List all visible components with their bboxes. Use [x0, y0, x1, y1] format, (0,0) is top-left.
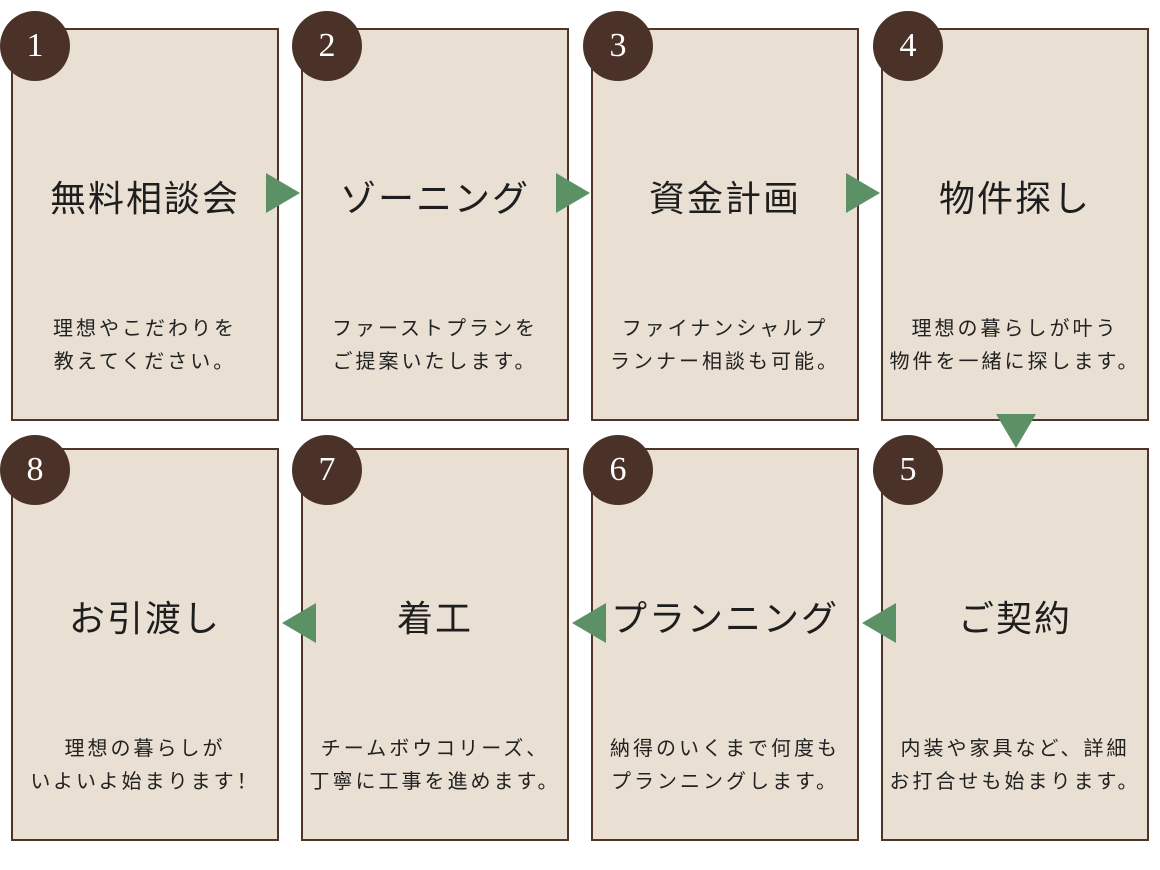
step-description: チームボウコリーズ、 丁寧に工事を進めます。: [303, 732, 567, 798]
step-number-badge-2: 2: [292, 11, 362, 81]
step-desc-line: ランナー相談も可能。: [610, 349, 840, 373]
step-title: お引渡し: [68, 599, 221, 640]
step-description: 納得のいくまで何度も プランニングします。: [593, 732, 857, 798]
arrow-right-icon: [266, 173, 300, 213]
step-desc-line: 納得のいくまで何度も: [610, 736, 840, 760]
step-card-7: 着工 チームボウコリーズ、 丁寧に工事を進めます。: [301, 448, 569, 841]
step-title: 資金計画: [648, 179, 801, 220]
step-desc-line: チームボウコリーズ、: [320, 736, 550, 760]
step-description: 内装や家具など、詳細 お打合せも始まります。: [883, 732, 1147, 798]
step-card-3: 資金計画 ファイナンシャルプ ランナー相談も可能。: [591, 28, 859, 421]
step-number-badge-3: 3: [583, 11, 653, 81]
step-title: プランニング: [610, 599, 839, 640]
step-desc-line: ファイナンシャルプ: [621, 316, 829, 340]
step-card-6: プランニング 納得のいくまで何度も プランニングします。: [591, 448, 859, 841]
step-description: 理想の暮らしが叶う 物件を一緒に探します。: [883, 312, 1147, 378]
step-desc-line: 内装や家具など、詳細: [900, 736, 1130, 760]
step-number-badge-5: 5: [873, 435, 943, 505]
arrow-left-icon: [862, 603, 896, 643]
step-title: 無料相談会: [49, 179, 240, 220]
arrow-left-icon: [572, 603, 606, 643]
step-title: 着工: [396, 599, 473, 640]
step-card-4: 物件探し 理想の暮らしが叶う 物件を一緒に探します。: [881, 28, 1149, 421]
step-desc-line: ご提案いたします。: [332, 349, 538, 373]
step-desc-line: ファーストプランを: [332, 316, 538, 340]
step-card-8: お引渡し 理想の暮らしが いよいよ始まります！: [11, 448, 279, 841]
arrow-down-icon: [996, 414, 1036, 448]
step-title: ゾーニング: [339, 179, 530, 220]
step-desc-line: 丁寧に工事を進めます。: [309, 769, 561, 793]
step-title: 物件探し: [938, 179, 1091, 220]
step-number-badge-4: 4: [873, 11, 943, 81]
step-description: 理想やこだわりを 教えてください。: [13, 312, 277, 378]
step-desc-line: 理想の暮らしが叶う: [911, 316, 1119, 340]
step-description: 理想の暮らしが いよいよ始まります！: [13, 732, 277, 798]
arrow-right-icon: [556, 173, 590, 213]
step-desc-line: プランニングします。: [611, 769, 839, 793]
step-desc-line: 理想の暮らしが: [64, 736, 226, 760]
arrow-left-icon: [282, 603, 316, 643]
arrow-right-icon: [846, 173, 880, 213]
step-desc-line: いよいよ始まります！: [30, 769, 260, 793]
step-number-badge-6: 6: [583, 435, 653, 505]
step-description: ファーストプランを ご提案いたします。: [303, 312, 567, 378]
step-number-badge-1: 1: [0, 11, 70, 81]
step-card-2: ゾーニング ファーストプランを ご提案いたします。: [301, 28, 569, 421]
step-number-badge-7: 7: [292, 435, 362, 505]
step-card-1: 無料相談会 理想やこだわりを 教えてください。: [11, 28, 279, 421]
step-title: ご契約: [957, 599, 1072, 640]
step-card-5: ご契約 内装や家具など、詳細 お打合せも始まります。: [881, 448, 1149, 841]
step-description: ファイナンシャルプ ランナー相談も可能。: [593, 312, 857, 378]
step-desc-line: 教えてください。: [53, 349, 237, 373]
step-desc-line: 物件を一緒に探します。: [889, 349, 1141, 373]
step-number-badge-8: 8: [0, 435, 70, 505]
step-desc-line: お打合せも始まります。: [889, 769, 1141, 793]
step-desc-line: 理想やこだわりを: [53, 316, 237, 340]
